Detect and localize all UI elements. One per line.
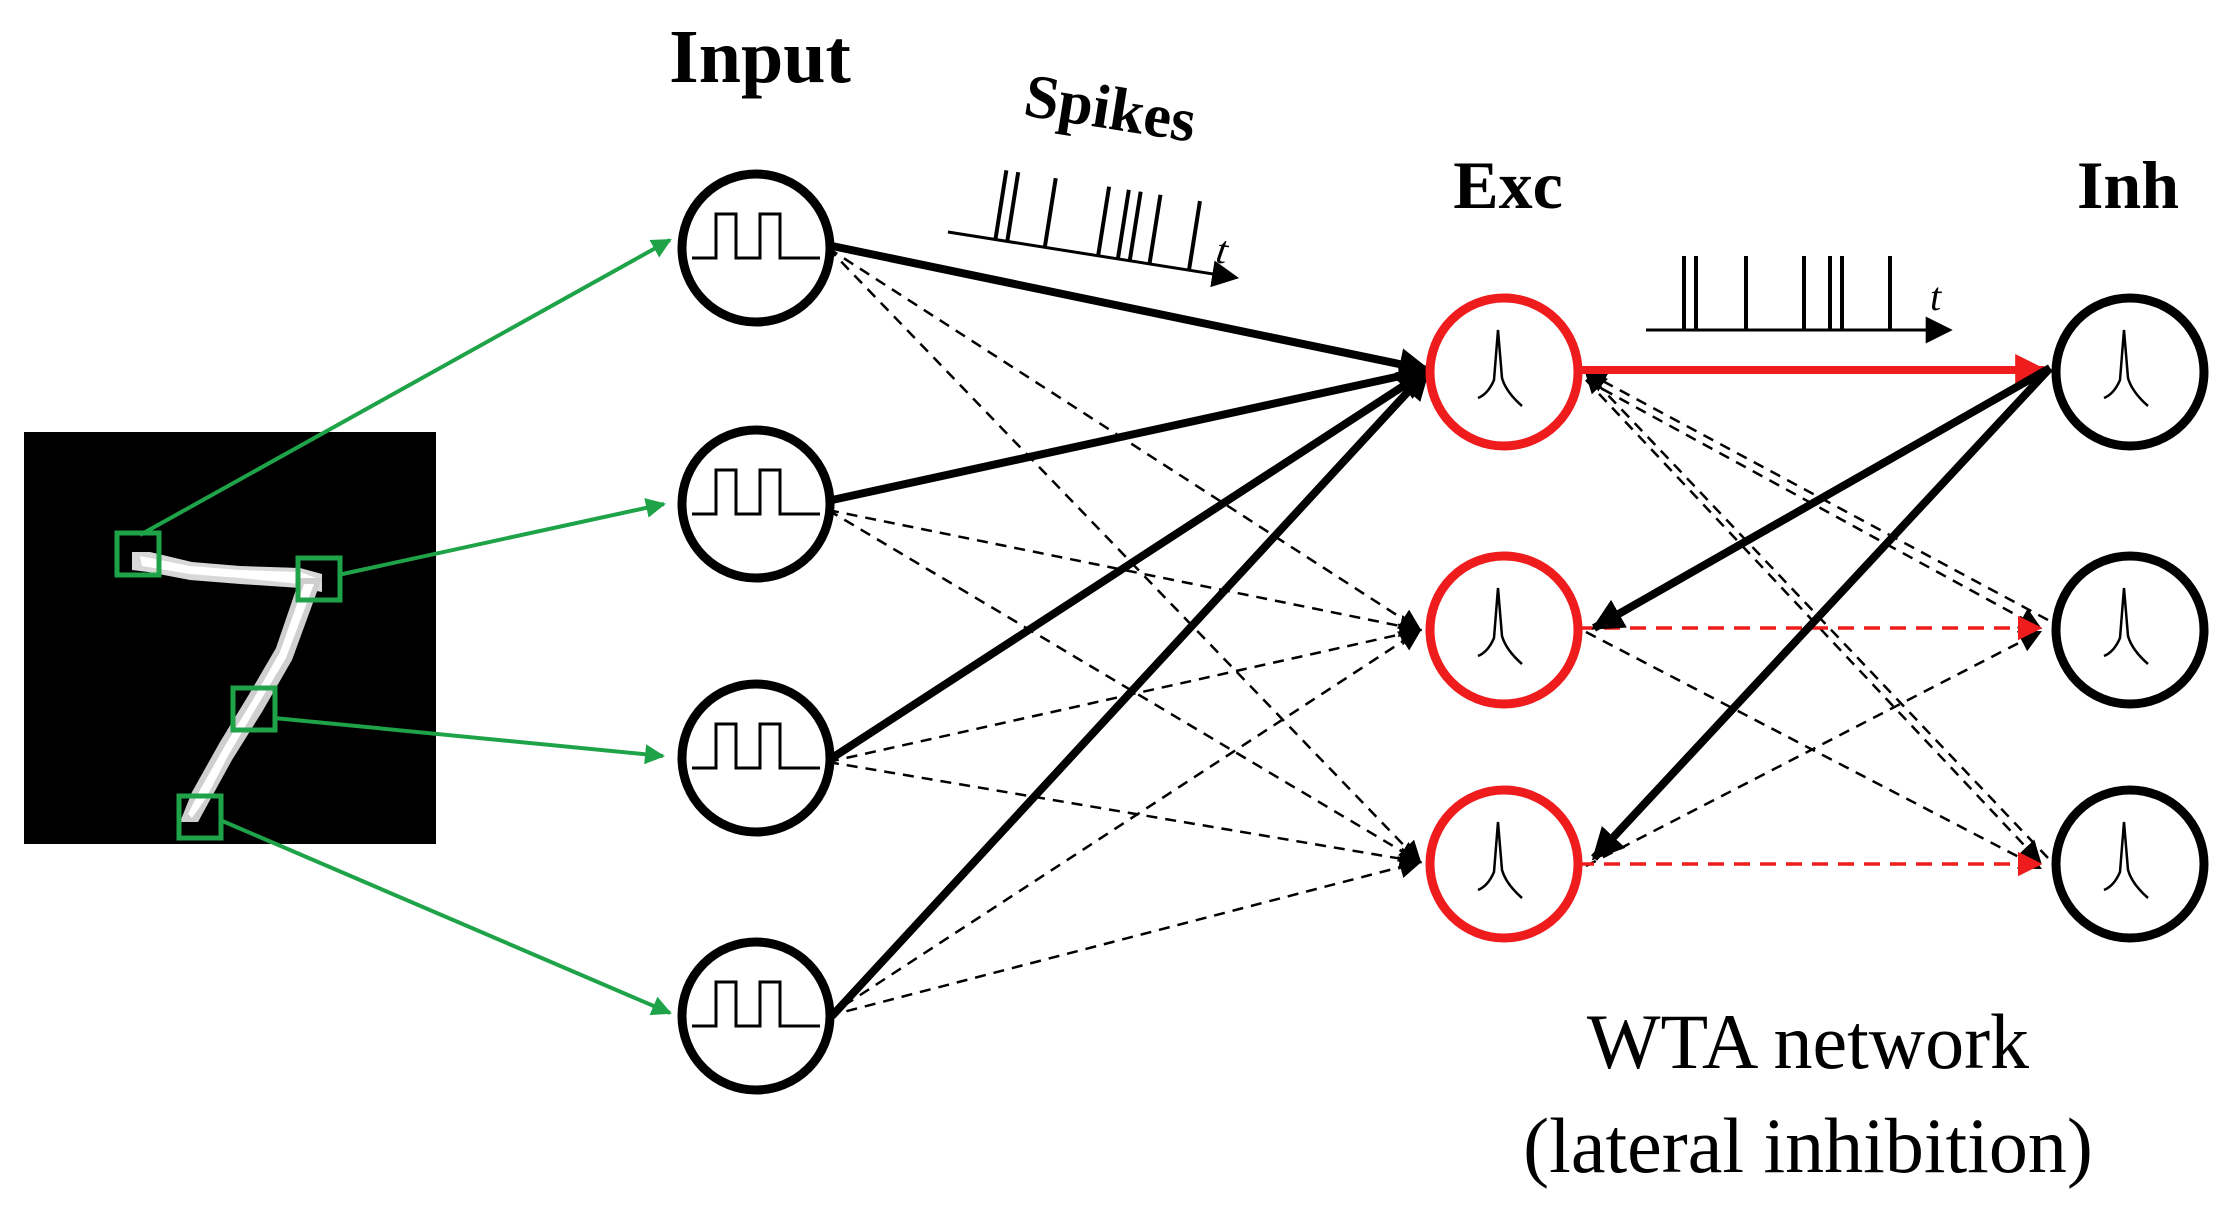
spikes-label: Spikes bbox=[1020, 62, 1201, 156]
red-exc-inh-connections bbox=[1578, 354, 2048, 877]
wta-network-label: WTA network bbox=[1587, 998, 2029, 1085]
spike-waveform-icon bbox=[2103, 329, 2149, 407]
square-wave-icon bbox=[692, 212, 820, 260]
solid-input-exc-connections bbox=[829, 242, 1432, 1019]
square-wave-icon bbox=[692, 722, 820, 770]
spike-train-exc: t bbox=[1646, 256, 1953, 344]
exc-neuron-1 bbox=[1425, 293, 1583, 451]
input-layer-label: Input bbox=[669, 15, 851, 99]
time-axis-label-1: t bbox=[1213, 227, 1232, 273]
exc-layer-label: Exc bbox=[1453, 147, 1563, 223]
green-arrows bbox=[139, 238, 672, 1016]
inh-layer-label: Inh bbox=[2077, 147, 2179, 223]
square-wave-icon bbox=[692, 980, 820, 1028]
receptive-field-2 bbox=[295, 555, 343, 603]
input-neuron-1 bbox=[677, 169, 835, 327]
exc-neuron-3 bbox=[1425, 785, 1583, 943]
spike-waveform-icon bbox=[2103, 587, 2149, 665]
spike-waveform-icon bbox=[2103, 821, 2149, 899]
receptive-field-1 bbox=[114, 530, 162, 578]
input-neuron-2 bbox=[677, 425, 835, 583]
inh-neuron-2 bbox=[2051, 551, 2209, 709]
inh-neuron-3 bbox=[2051, 785, 2209, 943]
receptive-field-3 bbox=[230, 685, 278, 733]
spike-waveform-icon bbox=[1477, 329, 1523, 407]
spike-train-input: t bbox=[947, 170, 1240, 288]
spike-waveform-icon bbox=[1477, 821, 1523, 899]
spike-waveform-icon bbox=[1477, 587, 1523, 665]
solid-inh-exc-connections bbox=[1591, 364, 2053, 861]
time-axis-label-2: t bbox=[1930, 274, 1942, 319]
inh-neuron-1 bbox=[2051, 293, 2209, 451]
square-wave-icon bbox=[692, 468, 820, 516]
mnist-digit-image bbox=[24, 432, 436, 844]
input-neuron-3 bbox=[677, 679, 835, 837]
receptive-field-4 bbox=[176, 793, 224, 841]
dashed-input-exc-connections bbox=[827, 246, 1423, 1018]
input-neuron-4 bbox=[677, 937, 835, 1095]
lateral-inhibition-label: (lateral inhibition) bbox=[1523, 1102, 2093, 1189]
exc-neuron-2 bbox=[1425, 551, 1583, 709]
